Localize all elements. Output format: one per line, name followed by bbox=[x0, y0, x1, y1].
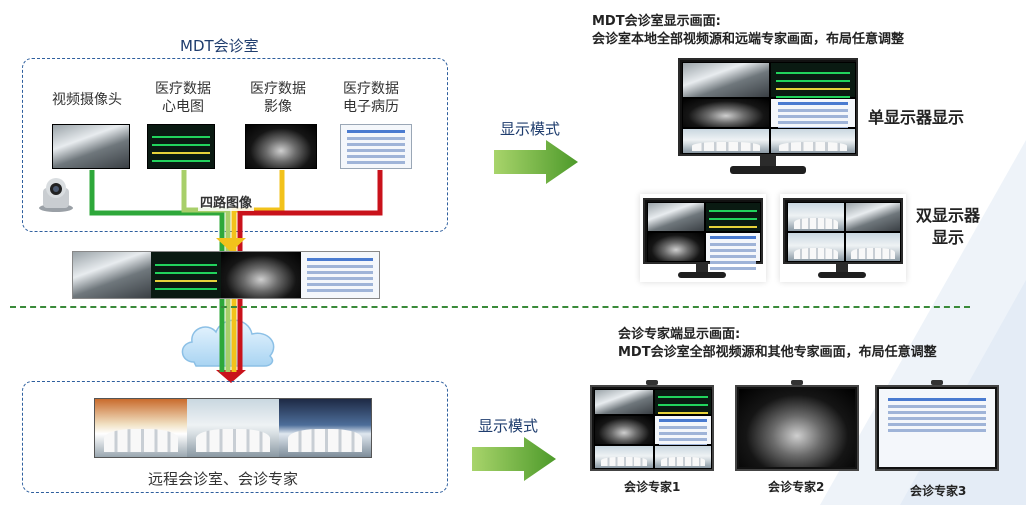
mdt-display-heading: MDT会诊室显示画面: 会诊室本地全部视频源和远端专家画面，布局任意调整 bbox=[592, 13, 904, 49]
dual-left-imaging bbox=[647, 232, 705, 262]
expert-1-tile-ecg bbox=[654, 389, 712, 415]
remote-room-scene-2 bbox=[187, 399, 279, 457]
expert-1-screen bbox=[590, 385, 714, 471]
single-monitor-base bbox=[730, 166, 806, 174]
remote-room-scene-1 bbox=[95, 399, 187, 457]
expert-3-tile-emr bbox=[879, 389, 995, 467]
expert-1-tile-emr bbox=[654, 415, 712, 445]
source-label-imaging-line1: 医疗数据 bbox=[250, 81, 306, 97]
source-label-imaging-line2: 影像 bbox=[264, 99, 292, 115]
expert-2-tile-imaging bbox=[739, 389, 855, 467]
ecg-thumbnail bbox=[147, 124, 215, 169]
source-label-emr-line1: 医疗数据 bbox=[343, 81, 399, 97]
dual-display-label-line2: 显示 bbox=[932, 228, 965, 247]
dual-left-camera bbox=[647, 202, 705, 232]
dual-right-expert-3 bbox=[787, 232, 845, 262]
remote-room-scene-3 bbox=[279, 399, 371, 457]
signal-arrow-head-top bbox=[216, 238, 246, 252]
dual-monitor-left bbox=[643, 198, 763, 264]
single-monitor-emr bbox=[770, 98, 856, 128]
source-label-emr-line2: 电子病历 bbox=[343, 99, 399, 115]
mdt-display-heading-line1: MDT会诊室显示画面: bbox=[592, 14, 721, 29]
expert-3-screen bbox=[875, 385, 999, 471]
strip-camera bbox=[73, 252, 151, 298]
emr-thumbnail bbox=[340, 124, 412, 169]
strip-imaging bbox=[221, 252, 301, 298]
expert-2-label: 会诊专家2 bbox=[768, 480, 825, 494]
single-monitor-expert-b bbox=[770, 128, 856, 154]
section-divider bbox=[10, 306, 970, 308]
dual-left-ecg bbox=[705, 202, 761, 232]
expert-1-tile-camera bbox=[594, 389, 654, 415]
expert-3-label: 会诊专家3 bbox=[910, 484, 967, 498]
remote-room-frame bbox=[22, 381, 448, 493]
expert-1-tile-imaging bbox=[594, 415, 654, 445]
source-label-ecg: 医疗数据 心电图 bbox=[155, 80, 211, 116]
expert-1-webcam-icon bbox=[646, 380, 658, 385]
source-label-camera: 视频摄像头 bbox=[52, 92, 122, 108]
combined-label: 四路图像 bbox=[198, 192, 255, 211]
expert-2-screen bbox=[735, 385, 859, 471]
expert-1-label: 会诊专家1 bbox=[624, 480, 681, 494]
display-mode-arrow-bottom bbox=[472, 437, 556, 481]
camera-feed-thumbnail bbox=[52, 124, 130, 169]
dual-left-neck bbox=[696, 264, 708, 273]
expert-3-monitor bbox=[875, 380, 999, 472]
expert-2-monitor bbox=[735, 380, 859, 472]
dual-left-base bbox=[678, 272, 726, 278]
single-monitor-camera bbox=[682, 62, 770, 98]
combined-image-strip bbox=[72, 251, 380, 299]
camera-device-icon bbox=[39, 178, 73, 212]
expert-1-monitor bbox=[590, 380, 714, 472]
dual-right-expert-1 bbox=[787, 202, 845, 232]
source-label-ecg-line2: 心电图 bbox=[162, 99, 204, 115]
cloud-signal-lines bbox=[219, 310, 243, 372]
dual-monitor-left-panel bbox=[640, 194, 766, 282]
dual-display-label: 双显示器 显示 bbox=[916, 205, 980, 249]
dual-monitor-right-panel bbox=[780, 194, 906, 282]
display-mode-arrow-top bbox=[494, 140, 578, 184]
display-mode-label-bottom: 显示模式 bbox=[478, 417, 539, 435]
dual-right-expert-2 bbox=[845, 202, 901, 232]
strip-ecg bbox=[151, 252, 221, 298]
expert-1-tile-expert-b bbox=[654, 445, 712, 469]
dual-right-base bbox=[818, 272, 866, 278]
dual-display-label-line1: 双显示器 bbox=[916, 206, 981, 225]
source-label-imaging: 医疗数据 影像 bbox=[250, 80, 306, 116]
signal-arrow-head-bottom bbox=[216, 370, 246, 383]
strip-emr bbox=[301, 252, 379, 298]
source-label-ecg-line1: 医疗数据 bbox=[155, 81, 211, 97]
expert-2-webcam-icon bbox=[791, 380, 803, 385]
display-mode-label-top: 显示模式 bbox=[500, 120, 561, 138]
expert-1-tile-expert-a bbox=[594, 445, 654, 469]
dual-monitor-right bbox=[783, 198, 903, 264]
single-monitor-imaging bbox=[682, 98, 770, 128]
single-monitor bbox=[678, 58, 858, 156]
single-display-label: 单显示器显示 bbox=[868, 108, 965, 127]
single-monitor-neck bbox=[760, 156, 776, 168]
expert-display-heading: 会诊专家端显示画面: MDT会诊室全部视频源和其他专家画面，布局任意调整 bbox=[618, 326, 937, 362]
expert-3-webcam-icon bbox=[931, 380, 943, 385]
dual-right-neck bbox=[836, 264, 848, 273]
mdt-display-heading-line2: 会诊室本地全部视频源和远端专家画面，布局任意调整 bbox=[592, 32, 905, 47]
single-monitor-ecg bbox=[770, 62, 856, 98]
remote-room-image bbox=[94, 398, 372, 458]
expert-display-heading-line2: MDT会诊室全部视频源和其他专家画面，布局任意调整 bbox=[618, 345, 937, 360]
dual-right-expert-4 bbox=[845, 232, 901, 262]
dual-left-emr bbox=[705, 232, 761, 262]
remote-room-label: 远程会诊室、会诊专家 bbox=[148, 470, 299, 488]
source-label-emr: 医疗数据 电子病历 bbox=[343, 80, 399, 116]
imaging-thumbnail bbox=[245, 124, 317, 169]
mdt-room-title: MDT会诊室 bbox=[180, 37, 259, 55]
single-monitor-expert-a bbox=[682, 128, 770, 154]
expert-display-heading-line1: 会诊专家端显示画面: bbox=[618, 327, 741, 342]
